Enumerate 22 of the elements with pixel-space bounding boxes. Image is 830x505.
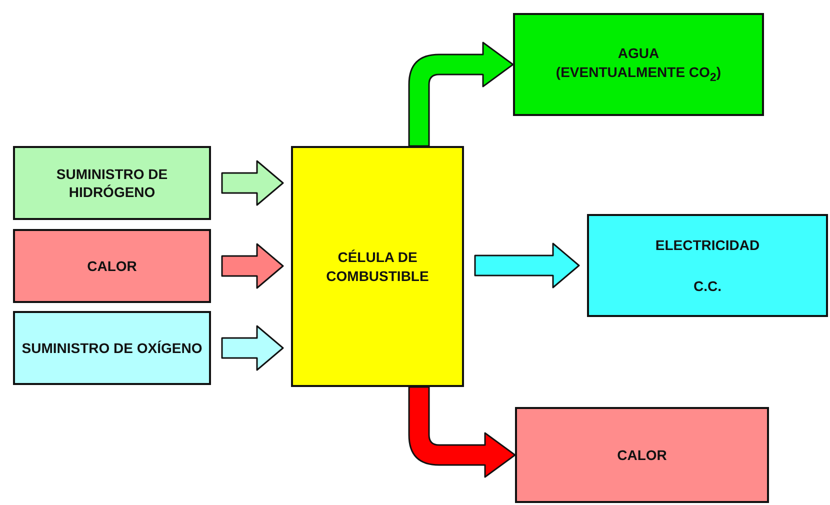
box-label: CÉLULA DE COMBUSTIBLE [325,248,430,285]
box-label: AGUA [618,44,660,63]
block-arrow [408,42,514,147]
box-label: SUMINISTRO DE OXÍGENO [22,338,202,358]
box-label: SUMINISTRO DE HIDRÓGENO [55,164,169,202]
block-arrow [221,325,284,371]
process-box [291,146,464,387]
block-arrow [221,243,284,289]
block-arrow [408,386,516,478]
process-box [13,311,211,385]
box-label: C.C. [694,276,722,295]
block-arrow [474,242,580,288]
process-box [587,214,828,317]
box-label: CALOR [617,446,667,464]
box-label: CALOR [87,256,137,276]
box-label: (EVENTUALMENTE CO$_{2}$) [556,62,722,85]
block-arrow [221,160,284,206]
process-box [13,146,211,220]
process-box [515,407,769,503]
process-box [513,13,764,116]
box-label: ELECTRICIDAD [655,236,760,254]
process-box [13,229,211,303]
